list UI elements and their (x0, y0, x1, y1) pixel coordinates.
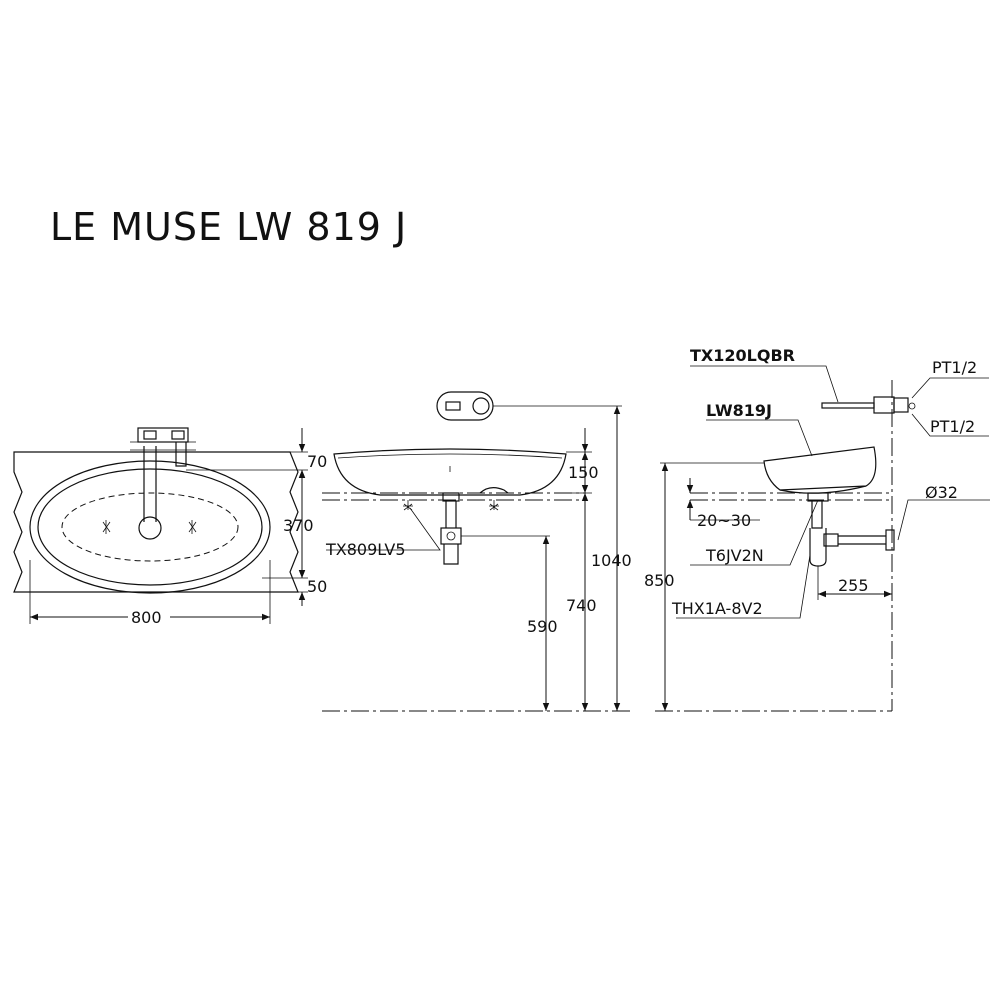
fixing-bolt-left (403, 500, 413, 511)
basin-rim-outer (29, 460, 271, 594)
part-t6jv2n: T6JV2N (705, 546, 764, 565)
dim-50: 50 (307, 577, 327, 596)
fixing-mark-right (188, 520, 197, 534)
dim-255: 255 (838, 576, 869, 595)
pt-top: PT1/2 (932, 358, 977, 377)
dim-1040: 1040 (591, 551, 632, 570)
basin-rim-inner (37, 468, 263, 586)
wall-spout (821, 402, 875, 409)
top-view: 70 370 50 800 (13, 427, 327, 627)
dim-800: 800 (131, 608, 162, 627)
drawing-title: LE MUSE LW 819 J (50, 205, 408, 249)
part-tx809lv5: TX809LV5 (325, 540, 406, 559)
part-tx120lqbr: TX120LQBR (690, 346, 795, 365)
dim-740: 740 (566, 596, 597, 615)
dim-590: 590 (527, 617, 558, 636)
part-lw819j: LW819J (706, 401, 772, 420)
faucet-head-top (130, 427, 196, 467)
dim-70: 70 (307, 452, 327, 471)
dim-850: 850 (644, 571, 675, 590)
basin-side (763, 446, 877, 491)
pt-bottom: PT1/2 (930, 417, 975, 436)
fixing-bolt-right (489, 500, 499, 511)
trap-body (440, 527, 462, 545)
side-view: TX120LQBR PT1/2 PT1/2 LW819J Ø32 20~30 T… (644, 346, 990, 712)
basin-front (333, 448, 567, 496)
dim-370: 370 (283, 516, 314, 535)
front-view: 150 1040 740 590 TX809LV5 (322, 391, 632, 712)
part-thx1a: THX1A-8V2 (671, 599, 763, 618)
faucet-spout-top (143, 446, 157, 522)
dim-20-30: 20~30 (697, 511, 751, 530)
dim-phi32: Ø32 (925, 483, 958, 502)
basin-bowl-hidden (61, 492, 239, 562)
dim-150: 150 (568, 463, 599, 482)
control-panel (436, 391, 494, 421)
fixing-mark-left (102, 520, 111, 534)
drain-outer (138, 516, 162, 540)
